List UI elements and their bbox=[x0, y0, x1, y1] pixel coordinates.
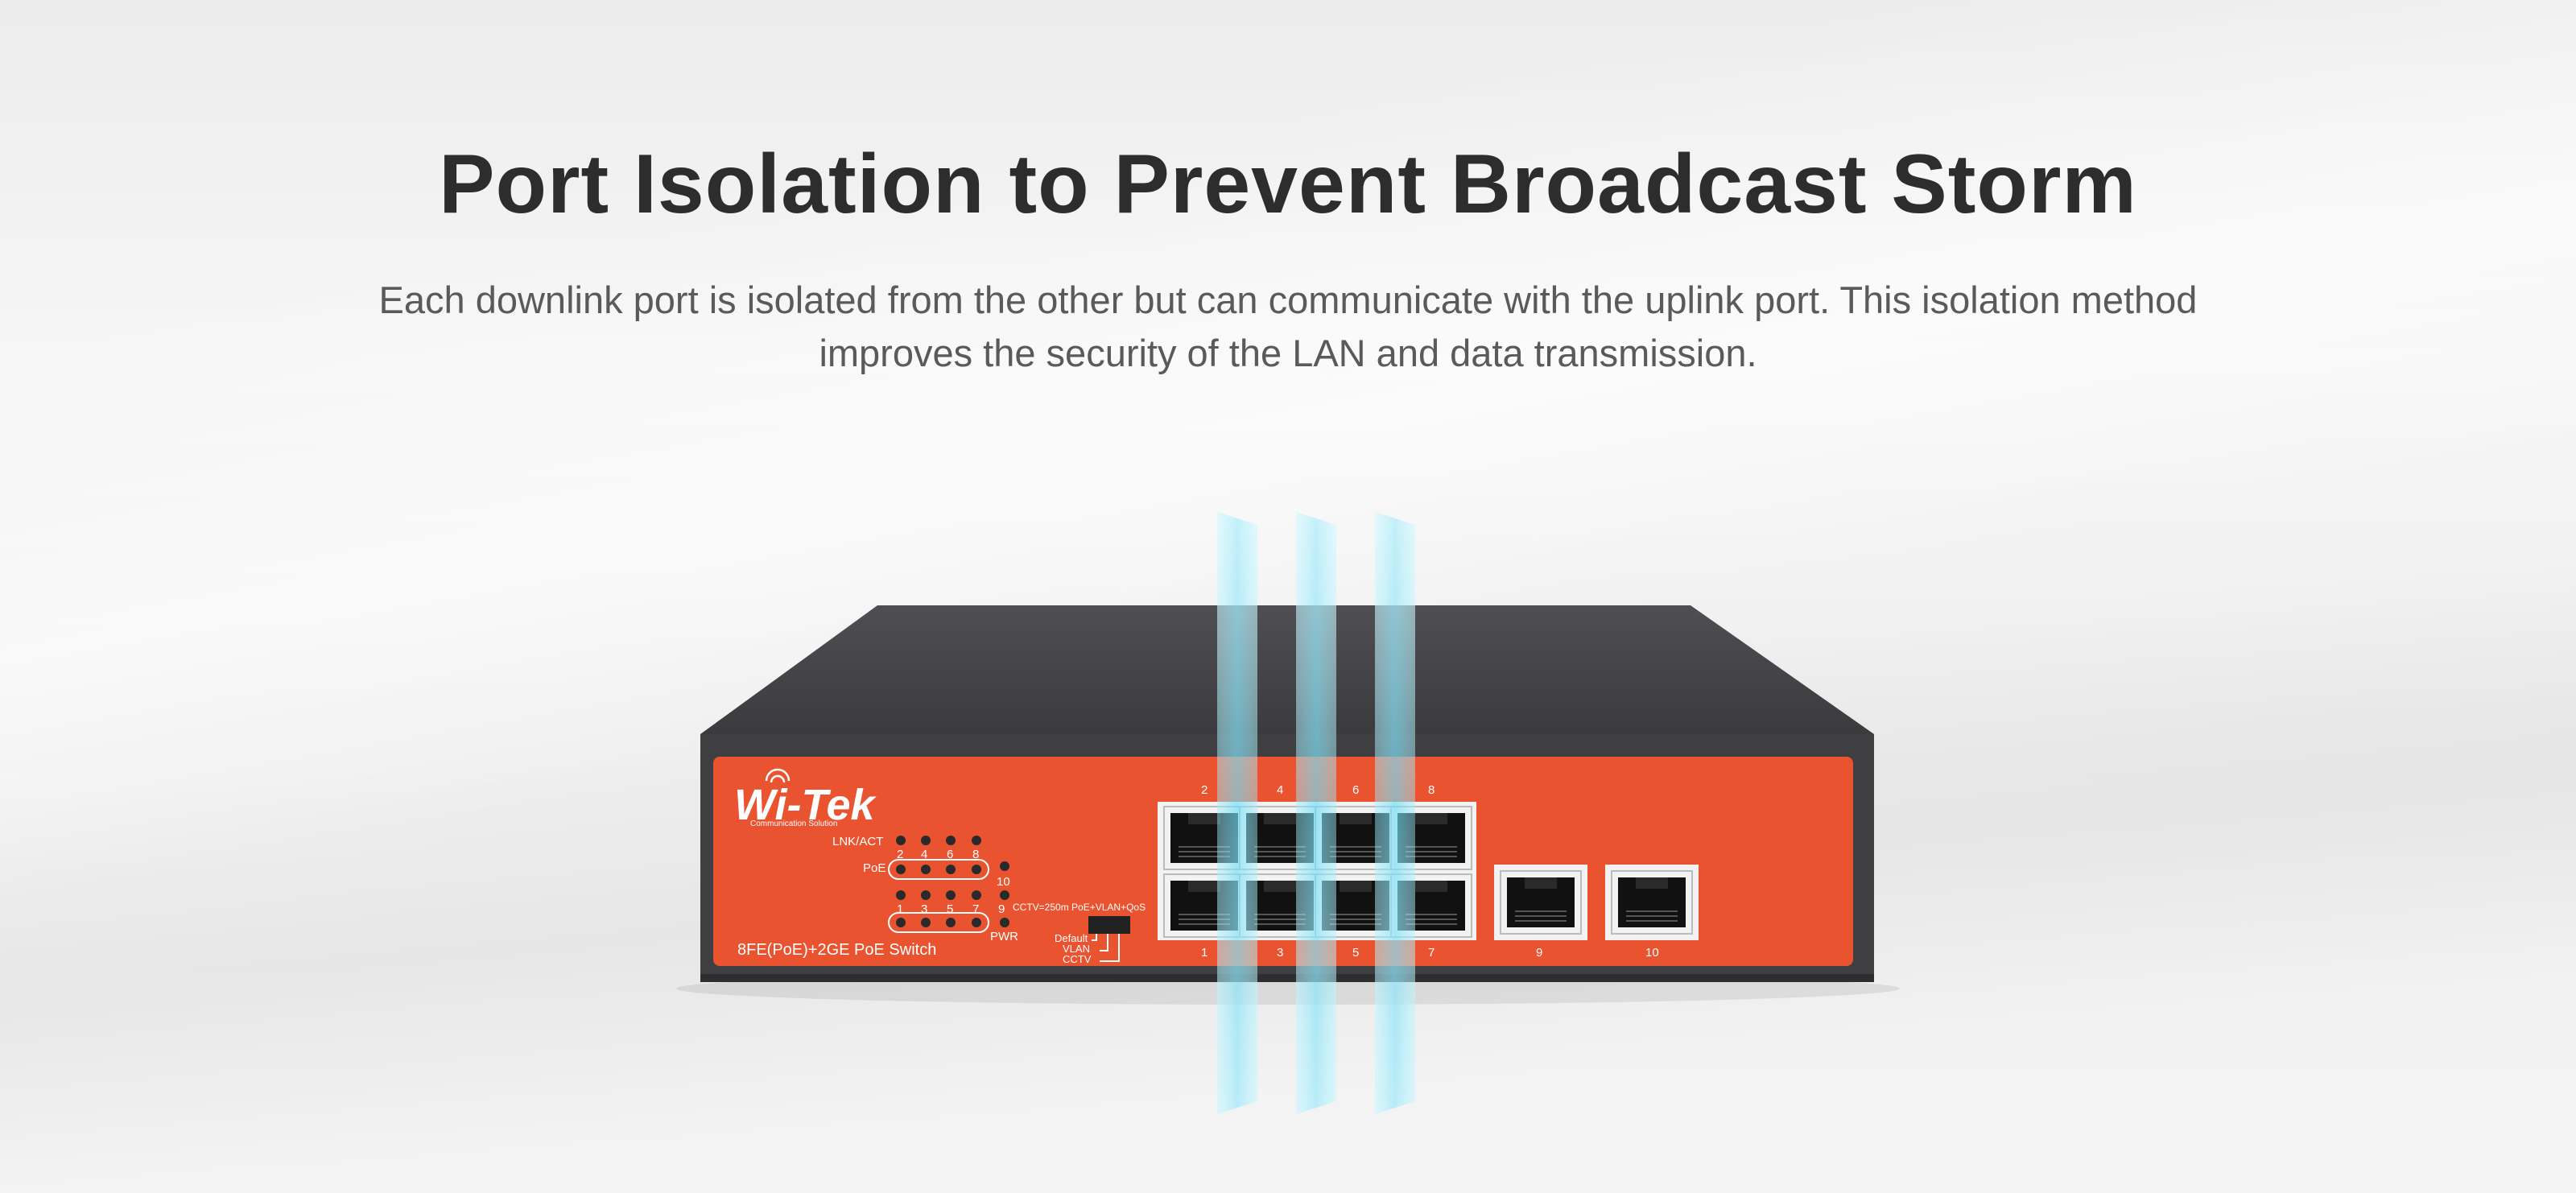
uplink-port-9[interactable] bbox=[1500, 870, 1582, 935]
port-number: 3 bbox=[1277, 946, 1283, 960]
led-poe-label: PoE bbox=[863, 861, 886, 875]
port-number: 10 bbox=[1645, 946, 1659, 960]
led-number: 10 bbox=[997, 875, 1010, 889]
port-number: 2 bbox=[1201, 783, 1208, 797]
led-number: 5 bbox=[947, 902, 953, 916]
port-number: 6 bbox=[1352, 783, 1359, 797]
uplink-port-10[interactable] bbox=[1611, 870, 1693, 935]
led-number: 4 bbox=[921, 848, 927, 861]
led-pwr-label: PWR bbox=[990, 930, 1018, 943]
dip-switch-bracket bbox=[1092, 934, 1120, 962]
port-number: 4 bbox=[1277, 783, 1283, 797]
led-row-lnk-odd bbox=[896, 890, 1009, 900]
page-description: Each downlink port is isolated from the … bbox=[378, 279, 2198, 374]
led-row-poe-odd bbox=[896, 918, 1009, 927]
port-number: 5 bbox=[1352, 946, 1359, 960]
switch-vlan-label: VLAN bbox=[1063, 943, 1090, 955]
port-number: 1 bbox=[1201, 946, 1208, 960]
led-number: 9 bbox=[998, 902, 1005, 916]
model-label: 8FE(PoE)+2GE PoE Switch bbox=[737, 941, 936, 959]
brand-tagline: Communication Solution bbox=[750, 819, 837, 828]
brand-logo: Wi-Tek bbox=[734, 781, 877, 829]
led-row-poe bbox=[896, 861, 1009, 874]
port-number: 8 bbox=[1428, 783, 1435, 797]
led-number: 6 bbox=[947, 848, 953, 861]
led-number: 1 bbox=[897, 902, 903, 916]
port-number: 7 bbox=[1428, 946, 1435, 960]
mode-text: CCTV=250m PoE+VLAN+QoS bbox=[1013, 902, 1146, 913]
port-number: 9 bbox=[1536, 946, 1542, 960]
switch-default-label: Default bbox=[1055, 932, 1088, 944]
led-number: 2 bbox=[897, 848, 903, 861]
switch-cctv-label: CCTV bbox=[1063, 953, 1092, 965]
dip-switch[interactable] bbox=[1088, 916, 1130, 934]
isolation-beams bbox=[1217, 512, 1415, 1114]
led-number: 7 bbox=[972, 902, 979, 916]
poe-led-group-odd bbox=[888, 912, 989, 933]
wifi-icon bbox=[765, 768, 791, 783]
page-title: Port Isolation to Prevent Broadcast Stor… bbox=[439, 138, 2137, 231]
led-number: 8 bbox=[972, 848, 979, 861]
poe-led-group bbox=[888, 859, 989, 880]
led-row-lnk bbox=[896, 836, 981, 845]
led-lnk-label: LNK/ACT bbox=[832, 835, 883, 848]
chassis-top bbox=[700, 605, 1874, 734]
led-number: 3 bbox=[921, 902, 927, 916]
